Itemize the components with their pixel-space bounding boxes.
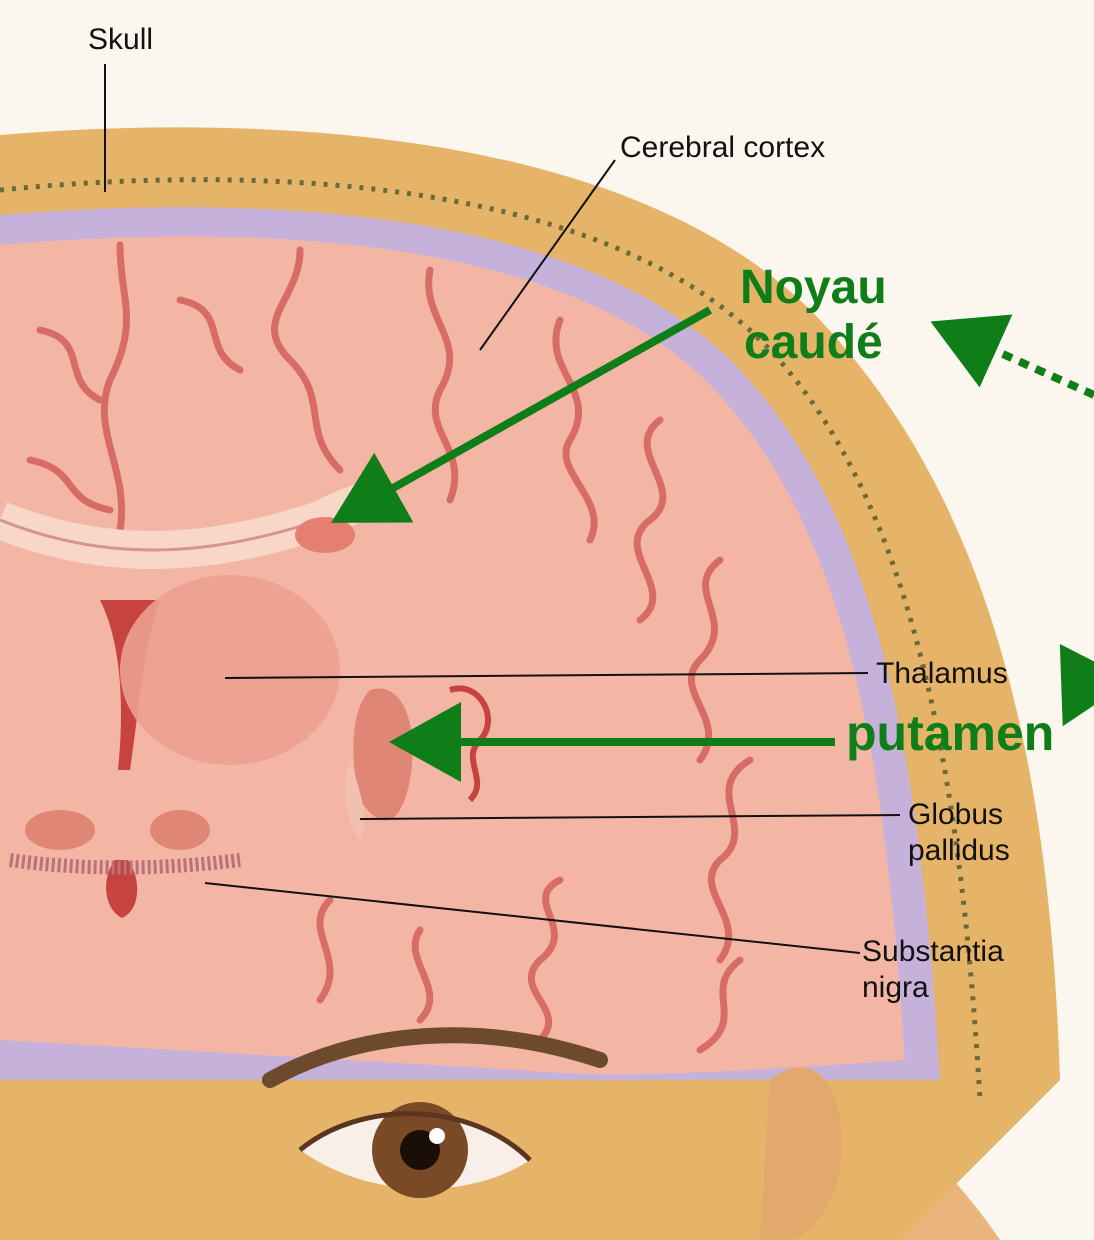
label-substantia-nigra: Substantia nigra (862, 934, 1004, 1006)
annotation-noyau-caude: Noyau caudé (740, 260, 887, 370)
label-substantia-line1: Substantia (862, 934, 1004, 970)
putamen-shape (353, 688, 412, 820)
caudate-nucleus-shape (295, 517, 355, 553)
label-globus-pallidus: Globus pallidus (908, 797, 1010, 869)
label-globus-line1: Globus (908, 797, 1010, 833)
annotation-putamen: putamen (846, 705, 1054, 763)
label-skull: Skull (88, 22, 153, 58)
label-thalamus: Thalamus (876, 656, 1008, 692)
label-substantia-line2: nigra (862, 970, 1004, 1006)
label-globus-line2: pallidus (908, 833, 1010, 869)
thalamus-shape (120, 575, 340, 765)
label-cerebral-cortex: Cerebral cortex (620, 130, 825, 166)
annotation-noyau-line1: Noyau (740, 260, 887, 315)
annotation-noyau-line2: caudé (740, 315, 887, 370)
